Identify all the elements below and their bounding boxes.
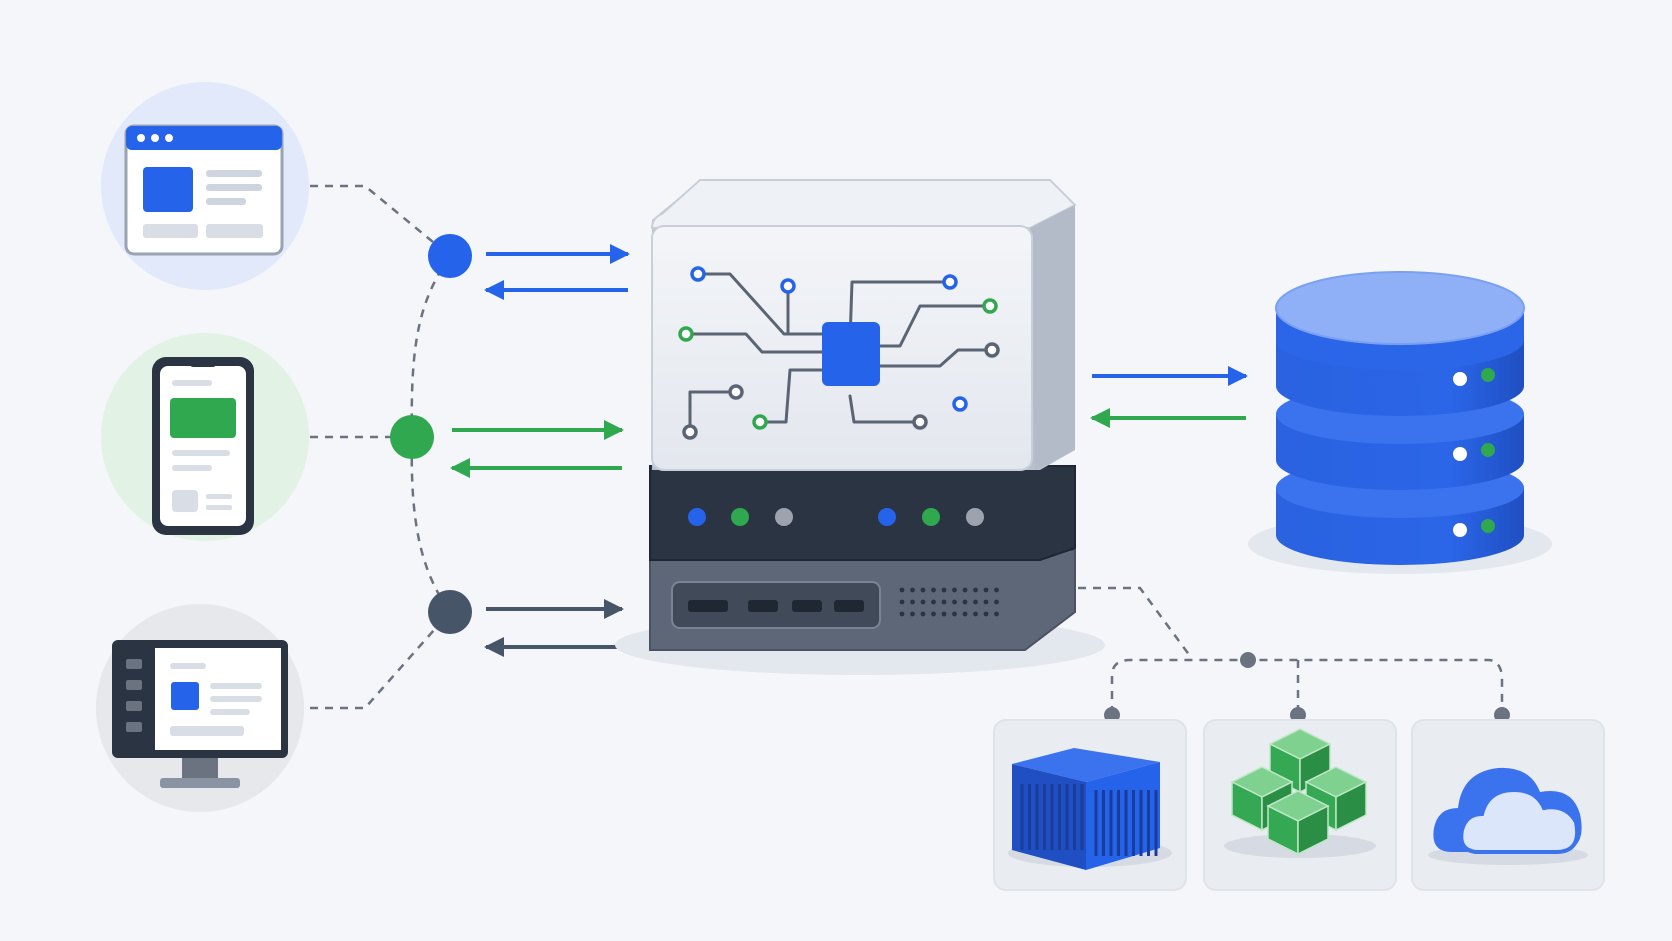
vent-dot — [983, 587, 989, 593]
smartphone-icon — [152, 357, 254, 535]
vent-dot — [920, 587, 926, 593]
cloud-icon — [1428, 767, 1588, 865]
cube — [1266, 790, 1330, 856]
vent-dot — [899, 611, 905, 617]
vent-dot — [962, 599, 968, 605]
vent-dot — [920, 611, 926, 617]
junction-node-green — [390, 415, 434, 459]
server-chip-icon — [684, 272, 992, 430]
client-connectors — [310, 184, 452, 710]
vent-dot — [952, 587, 957, 593]
vent-dot — [983, 611, 989, 617]
cube — [1268, 728, 1332, 794]
vent-dot — [962, 611, 968, 617]
deployment-nodes — [1104, 652, 1510, 723]
vent-dot — [931, 587, 936, 593]
vent-dot — [962, 587, 968, 593]
database-stack-icon — [1275, 271, 1525, 565]
client-web-browser[interactable] — [101, 82, 309, 290]
vent-dot — [931, 611, 936, 617]
shipping-container-icon — [1008, 748, 1172, 870]
vent-grille — [899, 587, 999, 617]
vent-dot — [994, 599, 999, 605]
deployment-card-microservices[interactable] — [1203, 719, 1397, 891]
circuit-nodes — [678, 266, 1000, 440]
vent-dot — [931, 599, 936, 605]
vent-dot — [941, 611, 947, 617]
browser-window-icon — [124, 124, 284, 256]
arrows-database — [1090, 366, 1248, 428]
vent-dot — [910, 599, 915, 605]
vent-dot — [973, 611, 978, 617]
database[interactable] — [1248, 271, 1552, 574]
stacked-cubes-icon — [1224, 728, 1376, 858]
client-mobile-phone[interactable] — [101, 333, 309, 541]
vent-dot — [952, 599, 957, 605]
junction-node-blue — [428, 234, 472, 278]
desktop-monitor-icon — [112, 640, 288, 788]
vent-dot — [994, 587, 999, 593]
arrows-web — [484, 244, 630, 300]
deployment-card-container[interactable] — [993, 719, 1187, 891]
junction-node-slate — [428, 590, 472, 634]
deployment-card-cloud[interactable] — [1411, 719, 1605, 891]
vent-dot — [899, 599, 905, 605]
vent-dot — [952, 611, 957, 617]
vent-dot — [910, 587, 915, 593]
vent-dot — [983, 599, 989, 605]
vent-dot — [920, 599, 926, 605]
status-lights — [688, 508, 984, 526]
database-lights — [1453, 368, 1495, 537]
client-desktop-monitor[interactable] — [96, 604, 304, 812]
arrows-mobile — [450, 420, 624, 478]
vent-dot — [994, 611, 999, 617]
vent-dot — [941, 587, 947, 593]
central-server[interactable] — [615, 179, 1105, 675]
vent-dot — [910, 611, 915, 617]
vent-dot — [899, 587, 905, 593]
processor-chip — [822, 322, 880, 386]
vent-dot — [973, 599, 978, 605]
deployment-connectors — [1078, 586, 1504, 714]
arrows-desktop — [484, 599, 624, 657]
vent-dot — [941, 599, 947, 605]
vent-dot — [973, 587, 978, 593]
